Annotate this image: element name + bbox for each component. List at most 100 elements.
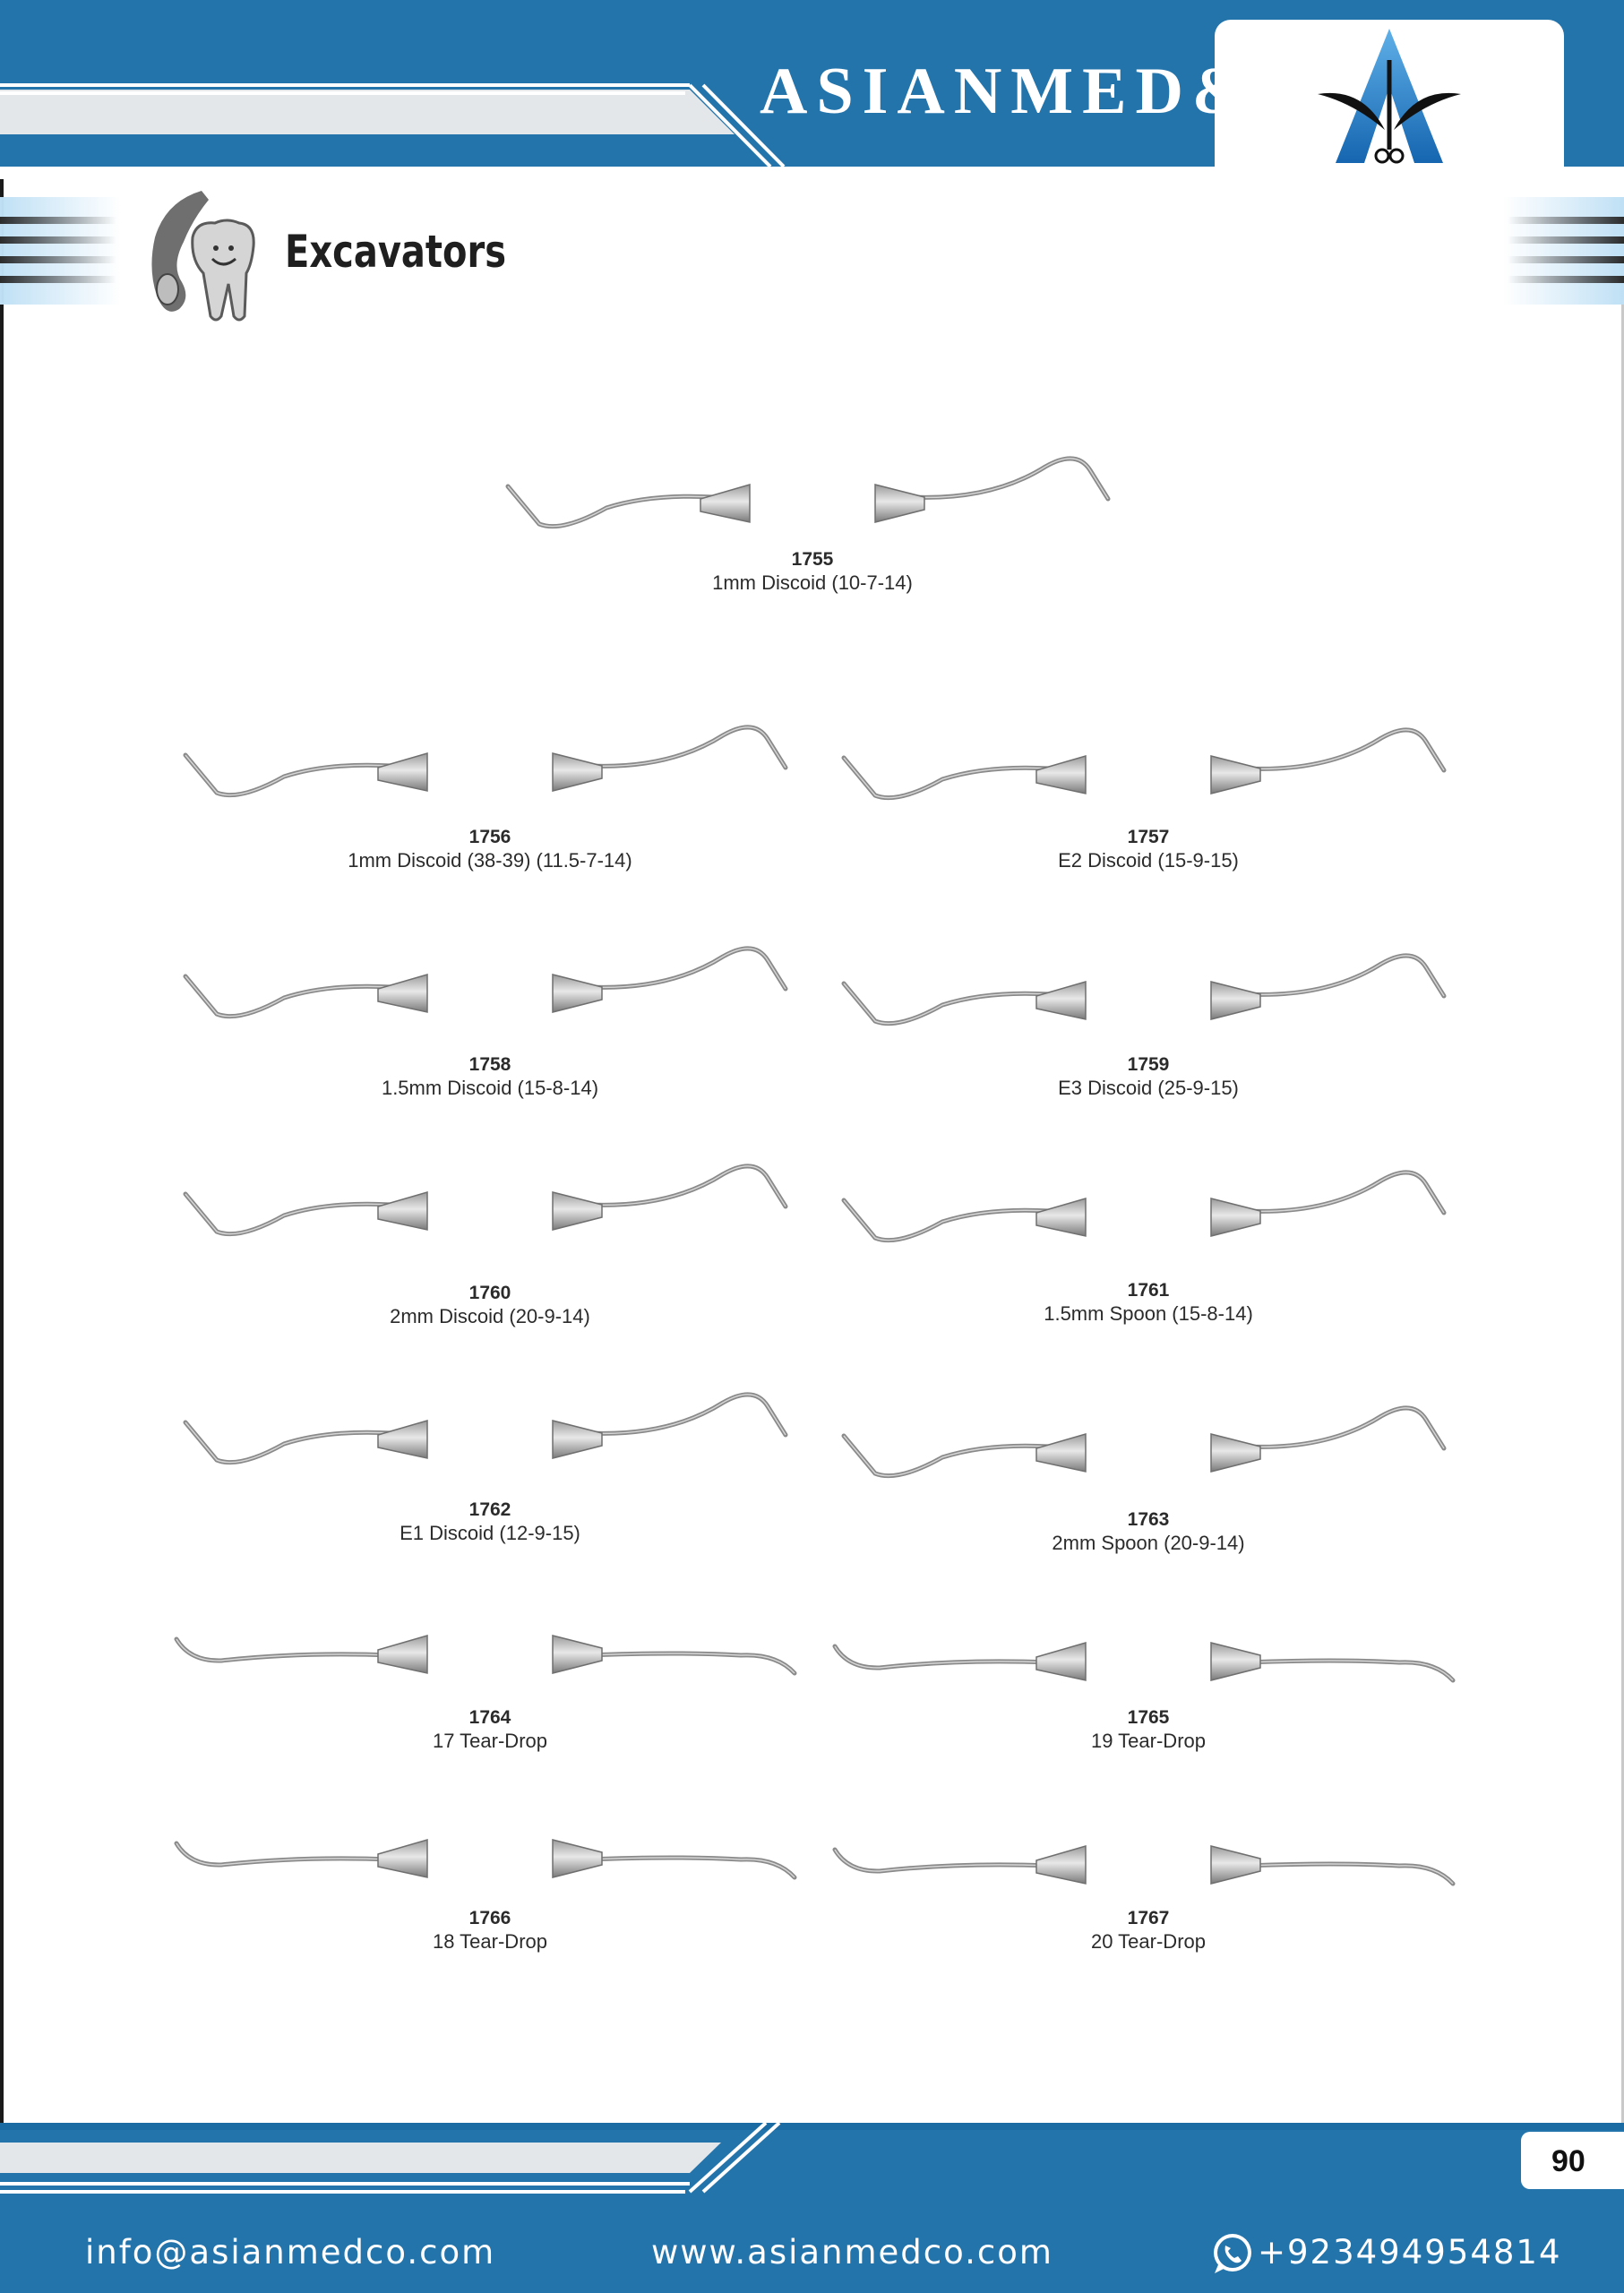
product-caption: 1759 E3 Discoid (25-9-15) — [835, 1053, 1462, 1100]
instrument-shaft — [185, 754, 392, 796]
excavator-instrument-image — [183, 946, 788, 1019]
instrument-shaft — [174, 1841, 394, 1868]
instrument-shaft — [586, 725, 788, 770]
instrument-shaft — [176, 1842, 392, 1866]
instrument-collar — [377, 974, 428, 1013]
instrument-collar — [1035, 1198, 1087, 1237]
excavator-instrument-image — [841, 953, 1447, 1026]
instrument-shaft — [588, 1165, 786, 1207]
product-description: E3 Discoid (25-9-15) — [1058, 1077, 1239, 1099]
contact-website[interactable]: www.asianmedco.com — [651, 2233, 1053, 2272]
product-description: 1mm Discoid (10-7-14) — [712, 571, 913, 594]
excavator-instrument-image — [841, 1170, 1447, 1243]
instrument-collar — [1035, 981, 1087, 1020]
right-page-edge — [1621, 269, 1624, 2123]
instrument-shaft — [1246, 1660, 1454, 1681]
instrument-collar — [552, 974, 603, 1013]
instrument-collar — [1035, 1433, 1087, 1473]
product-caption: 1765 19 Tear-Drop — [835, 1706, 1462, 1753]
product-code: 1764 — [468, 1707, 511, 1728]
instrument-shaft — [843, 983, 1051, 1025]
instrument-collar — [377, 1420, 428, 1459]
right-stripe-decoration — [1503, 197, 1624, 305]
product-description: E2 Discoid (15-9-15) — [1058, 849, 1239, 872]
product-code: 1758 — [468, 1054, 511, 1075]
product-code: 1763 — [1127, 1509, 1170, 1530]
instrument-shaft — [586, 946, 788, 992]
product-code: 1760 — [468, 1283, 511, 1303]
product-code: 1762 — [468, 1499, 511, 1520]
instrument-shaft — [834, 1645, 1051, 1669]
product-description: E1 Discoid (12-9-15) — [400, 1522, 580, 1544]
section-title: Excavators — [285, 226, 507, 278]
instrument-shaft — [176, 1638, 392, 1662]
product-description: 20 Tear-Drop — [1091, 1930, 1206, 1953]
instrument-shaft — [908, 456, 1111, 502]
instrument-shaft — [1246, 1407, 1445, 1449]
instrument-shaft — [586, 1392, 788, 1438]
product-caption: 1757 E2 Discoid (15-9-15) — [835, 826, 1462, 872]
instrument-shaft — [832, 1644, 1053, 1670]
left-stripe-decoration — [0, 197, 121, 305]
instrument-collar — [552, 752, 603, 792]
product-caption: 1755 1mm Discoid (10-7-14) — [499, 548, 1126, 595]
instrument-collar — [1035, 755, 1087, 794]
product-description: 2mm Spoon (20-9-14) — [1052, 1532, 1245, 1554]
instrument-shaft — [910, 458, 1109, 500]
instrument-collar — [1035, 1845, 1087, 1885]
instrument-collar — [1210, 1845, 1261, 1885]
instrument-collar — [377, 1635, 428, 1674]
excavator-instrument-image — [183, 1164, 788, 1237]
product-caption: 1763 2mm Spoon (20-9-14) — [835, 1508, 1462, 1555]
product-description: 2mm Discoid (20-9-14) — [390, 1305, 590, 1327]
instrument-shaft — [588, 1857, 795, 1878]
instrument-shaft — [1246, 1172, 1445, 1214]
instrument-shaft — [1246, 1863, 1454, 1885]
product-description: 18 Tear-Drop — [433, 1930, 547, 1953]
contact-phone[interactable]: +923494954814 — [1258, 2233, 1562, 2272]
footer-stripes — [0, 2123, 1624, 2194]
instrument-shaft — [843, 1435, 1051, 1477]
instrument-shaft — [1246, 955, 1445, 997]
product-caption: 1760 2mm Discoid (20-9-14) — [176, 1282, 803, 1328]
instrument-collar — [377, 1839, 428, 1878]
instrument-shaft — [185, 1421, 392, 1464]
instrument-shaft — [1246, 729, 1445, 771]
product-description: 1mm Discoid (38-39) (11.5-7-14) — [348, 849, 632, 872]
instrument-shaft — [843, 757, 1051, 799]
instrument-shaft — [1244, 1170, 1447, 1215]
instrument-collar — [552, 1839, 603, 1878]
product-caption: 1764 17 Tear-Drop — [176, 1706, 803, 1753]
instrument-collar — [1210, 1433, 1261, 1473]
tooth-with-excavator-icon — [151, 191, 255, 322]
product-code: 1757 — [1127, 827, 1170, 847]
page-number: 90 — [1551, 2144, 1585, 2178]
product-code: 1755 — [791, 549, 834, 570]
excavator-instrument-image — [183, 1392, 788, 1465]
excavator-instrument-image — [505, 456, 1111, 529]
instrument-shaft — [1244, 727, 1447, 773]
product-caption: 1756 1mm Discoid (38-39) (11.5-7-14) — [176, 826, 803, 872]
excavator-instrument-image — [841, 727, 1447, 801]
instrument-shaft — [834, 1849, 1051, 1872]
logo-panel — [1215, 20, 1564, 167]
product-description: 19 Tear-Drop — [1091, 1730, 1206, 1752]
instrument-shaft — [843, 1199, 1051, 1241]
product-code: 1765 — [1127, 1707, 1170, 1728]
whatsapp-icon — [1214, 2234, 1251, 2273]
product-description: 1.5mm Spoon (15-8-14) — [1044, 1302, 1253, 1325]
instrument-collar — [377, 1191, 428, 1231]
page-footer — [0, 2123, 1624, 2293]
instrument-collar — [1210, 981, 1261, 1020]
product-code: 1766 — [468, 1908, 511, 1928]
product-caption: 1767 20 Tear-Drop — [835, 1907, 1462, 1954]
product-description: 1.5mm Discoid (15-8-14) — [381, 1077, 599, 1099]
page-number-box — [1521, 2132, 1624, 2189]
instrument-shaft — [832, 1847, 1053, 1874]
contact-email[interactable]: info@asianmedco.com — [85, 2233, 496, 2272]
excavator-instrument-image — [174, 1839, 797, 1880]
instrument-shaft — [586, 1164, 788, 1209]
instrument-shaft — [1244, 1405, 1447, 1451]
product-caption: 1762 E1 Discoid (12-9-15) — [176, 1499, 803, 1545]
excavator-instrument-image — [174, 1635, 797, 1676]
